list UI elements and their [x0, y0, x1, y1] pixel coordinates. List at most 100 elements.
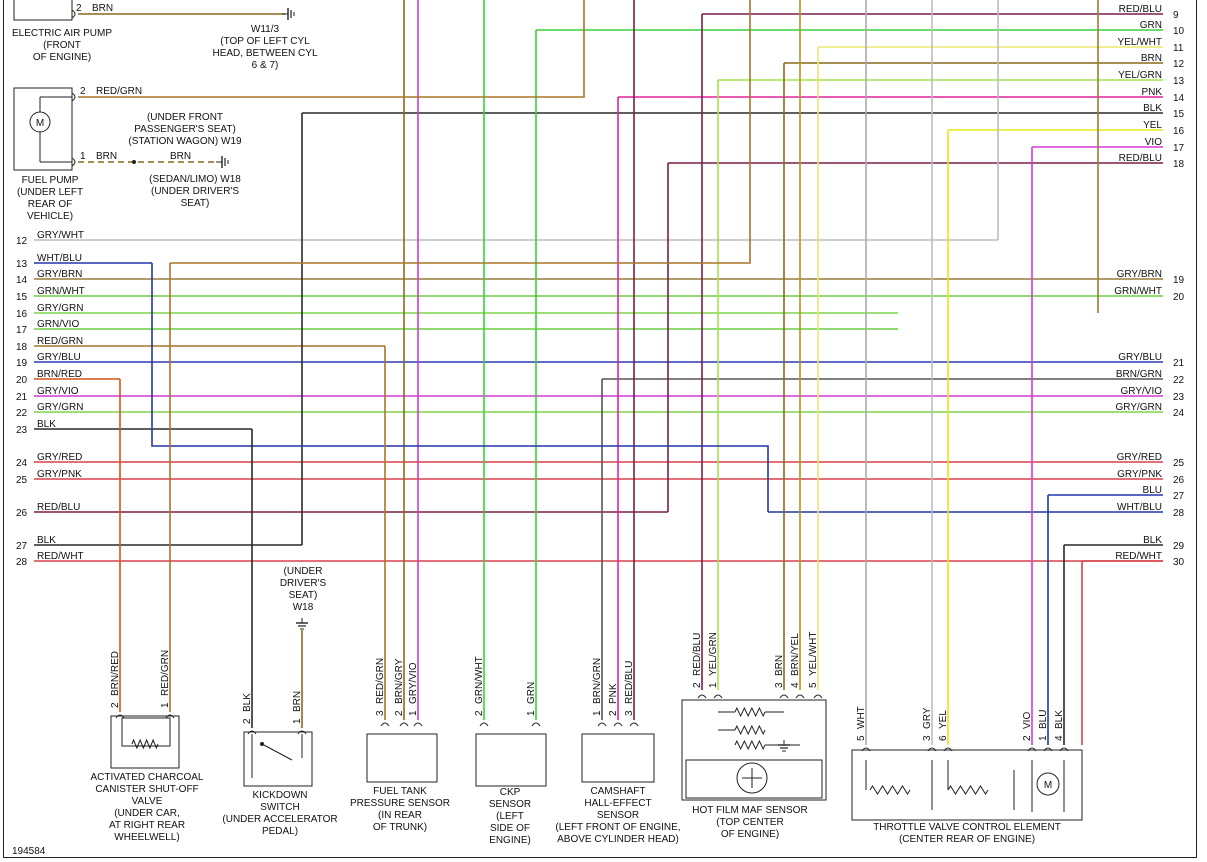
camshaft-label-line: ABOVE CYLINDER HEAD)	[557, 834, 679, 845]
right-wire-label: YEL	[1143, 120, 1162, 131]
ground-w19-label-line: (STATION WAGON) W19	[128, 136, 242, 147]
throttle-body	[851, 749, 1083, 821]
left-wire-label: RED/BLU	[37, 502, 80, 513]
left-wire-label: GRY/VIO	[37, 386, 79, 397]
maf-body	[681, 699, 827, 801]
right-pin-number: 20	[1173, 292, 1185, 303]
camshaft-label-line: (LEFT FRONT OF ENGINE,	[555, 822, 680, 833]
throttle-motor-letter: M	[1044, 780, 1052, 791]
fuel-tank-plug	[380, 722, 390, 727]
maf-plug	[779, 694, 789, 699]
throttle-plug	[943, 747, 953, 752]
fuel-tank-label-line: FUEL TANK	[373, 786, 427, 797]
fuel-pump-label-line: (UNDER LEFT	[17, 187, 83, 198]
left-pin-number: 28	[16, 557, 28, 568]
right-pin-number: 11	[1173, 43, 1184, 54]
left-pin-number: 12	[16, 236, 28, 247]
kickdown-wire-label: BRN	[292, 691, 303, 712]
canister-label-line: VALVE	[132, 796, 163, 807]
left-wire-label: GRY/RED	[37, 452, 82, 463]
kickdown-label-line: KICKDOWN	[253, 790, 308, 801]
kickdown-label-line: SWITCH	[260, 802, 299, 813]
camshaft-pin: 1	[592, 710, 603, 716]
maf-wire-label: BRN	[774, 655, 785, 676]
fuel-pump-wire1-label: BRN	[96, 151, 117, 162]
right-wire-label: BLK	[1143, 103, 1162, 114]
maf-plug	[813, 694, 823, 699]
canister-coil	[131, 738, 159, 750]
right-wire-label: PNK	[1141, 87, 1162, 98]
left-pin-number: 27	[16, 541, 28, 552]
kickdown-body	[243, 731, 313, 787]
maf-plug	[713, 694, 723, 699]
throttle-plug	[861, 747, 871, 752]
camshaft-wire-label: BRN/GRN	[592, 658, 603, 704]
camshaft-label-line: HALL-EFFECT	[584, 798, 651, 809]
canister-wire-label: RED/GRN	[160, 650, 171, 696]
maf-wire-label: YEL/GRN	[708, 632, 719, 676]
camshaft-pin: 2	[608, 710, 619, 716]
right-pin-number: 19	[1173, 275, 1185, 286]
throttle-wire-label: WHT	[856, 706, 867, 729]
throttle-wire-label: VIO	[1022, 712, 1033, 729]
canister-label-line: (UNDER CAR,	[114, 808, 180, 819]
fuel-pump-wire2-label: RED/GRN	[96, 86, 142, 97]
right-wire-label: GRY/RED	[1117, 452, 1162, 463]
throttle-resistor-1	[869, 785, 911, 795]
ground-w18-label-line: SEAT)	[289, 590, 318, 601]
camshaft-body	[581, 733, 655, 783]
right-pin-number: 21	[1173, 358, 1185, 369]
canister-label-line: AT RIGHT REAR	[109, 820, 185, 831]
left-pin-number: 22	[16, 408, 28, 419]
right-pin-number: 23	[1173, 392, 1185, 403]
left-wire-label: BRN/RED	[37, 369, 82, 380]
left-pin-number: 23	[16, 425, 28, 436]
fuel-tank-plug	[413, 722, 423, 727]
left-wire-label: GRN/VIO	[37, 319, 79, 330]
throttle-pin: 5	[856, 735, 867, 741]
route-whtblu	[151, 263, 769, 512]
left-wire-label: BLK	[37, 419, 56, 430]
ground-w11-label-line: (TOP OF LEFT CYL	[220, 36, 310, 47]
right-wire-label: VIO	[1145, 137, 1162, 148]
left-pin-number: 14	[16, 275, 28, 286]
left-pin-number: 15	[16, 292, 28, 303]
throttle-pin: 1	[1038, 735, 1049, 741]
left-wire-label: WHT/BLU	[37, 253, 82, 264]
ckp-pin: 2	[474, 710, 485, 716]
maf-pin: 3	[774, 682, 785, 688]
ground-w11-label-line: 6 & 7)	[252, 60, 279, 71]
ckp-body	[475, 733, 547, 787]
maf-pin: 5	[808, 682, 819, 688]
left-wire-label: GRY/GRN	[37, 402, 84, 413]
kickdown-contact	[261, 743, 293, 761]
kickdown-pivot	[260, 742, 264, 746]
right-wire-label: YEL/GRN	[1118, 70, 1162, 81]
camshaft-plug	[613, 722, 623, 727]
fuel-tank-pin: 1	[408, 710, 419, 716]
left-wire-label: GRY/GRN	[37, 303, 84, 314]
air-pump-wire-label: BRN	[92, 3, 113, 14]
right-pin-number: 13	[1173, 76, 1185, 87]
fuel-tank-label-line: PRESSURE SENSOR	[350, 798, 450, 809]
air-pump-label-line: (FRONT	[43, 40, 81, 51]
throttle-pin: 6	[938, 735, 949, 741]
throttle-label-line: (CENTER REAR OF ENGINE)	[899, 834, 1035, 845]
fuel-pump-plug1	[71, 157, 76, 167]
fuel-pump-motor-letter: M	[36, 118, 44, 129]
right-pin-number: 9	[1173, 10, 1179, 21]
fuel-pump-plug2	[71, 92, 76, 102]
kickdown-pin: 1	[292, 718, 303, 724]
maf-pin: 1	[708, 682, 719, 688]
fuel-pump-label-line: VEHICLE)	[27, 211, 73, 222]
fuel-tank-label-line: OF TRUNK)	[373, 822, 427, 833]
left-wire-label: GRY/BLU	[37, 352, 81, 363]
maf-plug	[795, 694, 805, 699]
right-wire-label: BLK	[1143, 535, 1162, 546]
canister-wire-label: BRN/RED	[110, 651, 121, 696]
canister-label-line: CANISTER SHUT-OFF	[95, 784, 198, 795]
fuel-pump-pin2: 2	[80, 86, 86, 97]
right-wire-label: GRY/BRN	[1117, 269, 1162, 280]
canister-pin: 1	[160, 702, 171, 708]
